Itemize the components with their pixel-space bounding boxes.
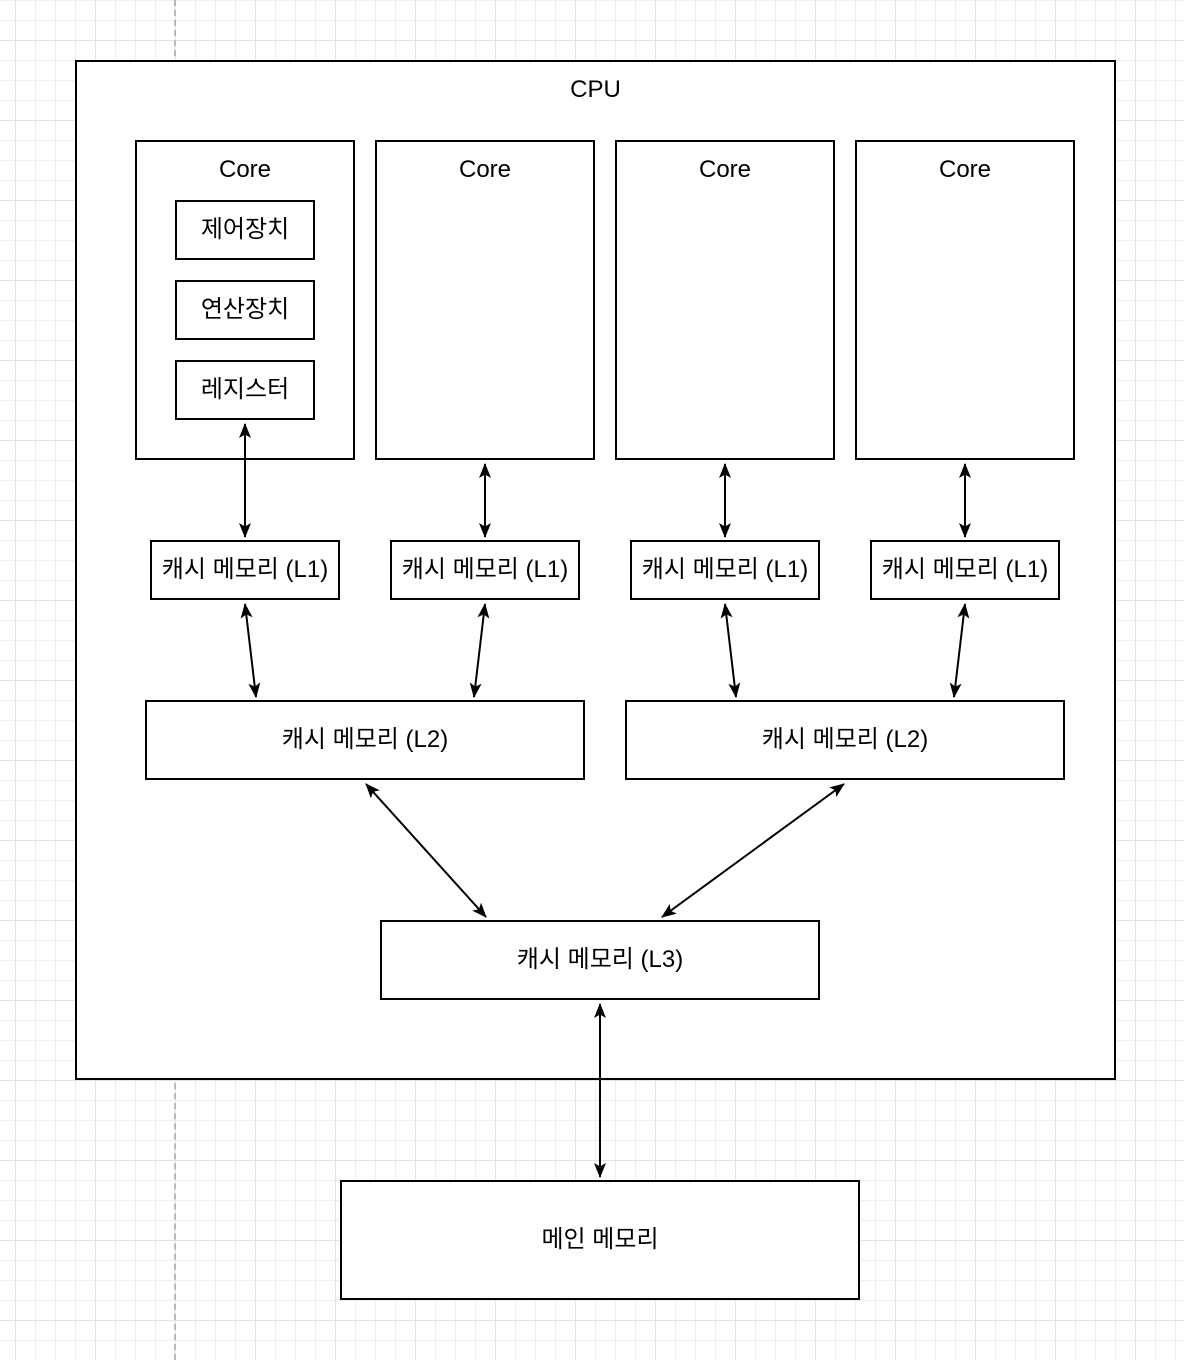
core-box-3: Core (615, 140, 835, 460)
l1-cache-box-1: 캐시 메모리 (L1) (150, 540, 340, 600)
l1-cache-box-2: 캐시 메모리 (L1) (390, 540, 580, 600)
l2-cache-label: 캐시 메모리 (L2) (761, 725, 929, 753)
core-title: Core (218, 156, 272, 183)
register-box: 레지스터 (175, 360, 315, 420)
arithmetic-unit-box: 연산장치 (175, 280, 315, 340)
l1-cache-box-3: 캐시 메모리 (L1) (630, 540, 820, 600)
l1-cache-label: 캐시 메모리 (L1) (881, 555, 1049, 583)
l2-cache-label: 캐시 메모리 (L2) (281, 725, 449, 753)
l2-cache-box-1: 캐시 메모리 (L2) (145, 700, 585, 780)
control-unit-label: 제어장치 (200, 215, 290, 243)
l1-cache-label: 캐시 메모리 (L1) (641, 555, 809, 583)
core-box-4: Core (855, 140, 1075, 460)
l1-cache-box-4: 캐시 메모리 (L1) (870, 540, 1060, 600)
l3-cache-label: 캐시 메모리 (L3) (516, 945, 684, 973)
l3-cache-box: 캐시 메모리 (L3) (380, 920, 820, 1000)
main-memory-box: 메인 메모리 (340, 1180, 860, 1300)
cpu-title: CPU (570, 76, 621, 103)
l1-cache-label: 캐시 메모리 (L1) (161, 555, 329, 583)
core-title: Core (938, 156, 992, 183)
main-memory-label: 메인 메모리 (541, 1225, 659, 1253)
arithmetic-unit-label: 연산장치 (200, 295, 290, 323)
core-title: Core (458, 156, 512, 183)
control-unit-box: 제어장치 (175, 200, 315, 260)
core-title: Core (698, 156, 752, 183)
register-label: 레지스터 (200, 375, 290, 403)
l1-cache-label: 캐시 메모리 (L1) (401, 555, 569, 583)
l2-cache-box-2: 캐시 메모리 (L2) (625, 700, 1065, 780)
core-box-2: Core (375, 140, 595, 460)
